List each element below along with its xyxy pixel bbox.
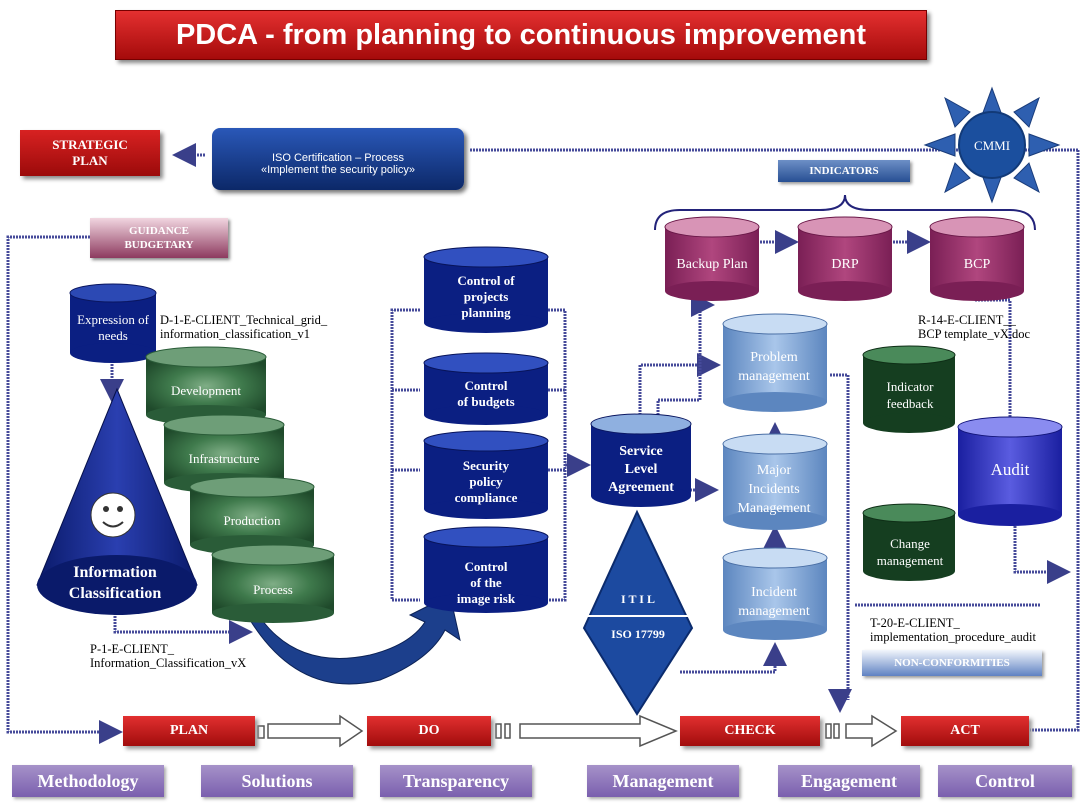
itil-2-l3: Management (737, 501, 811, 516)
do-1-l2: projects (463, 289, 509, 304)
bottom-engagement: Engagement (778, 765, 920, 797)
purple-stack (664, 216, 1025, 301)
phase-plan: PLAN (123, 716, 255, 746)
doc-p1-line2: Information_Classification_vX (90, 656, 247, 670)
bottom-management: Management (587, 765, 739, 797)
green-stack-production: Production (223, 513, 281, 528)
do-stack-projects-planning: Control of projects planning (424, 273, 548, 321)
problem-management-label: Problem management (722, 348, 826, 386)
change-management-label: Change management (864, 535, 956, 569)
green-stack-infrastructure: Infrastructure (188, 451, 260, 466)
information-classification-label: Information Classification (68, 564, 162, 602)
itil-2-l2: Incidents (748, 482, 800, 497)
sla-l1: Service (619, 444, 663, 459)
green-stack-process: Process (253, 582, 293, 597)
audit-label: Audit (990, 460, 1030, 479)
bottom-transparency: Transparency (380, 765, 532, 797)
phase-do: DO (367, 716, 491, 746)
do-4-l2: of the (470, 575, 502, 590)
doc-d1-line1: D-1-E-CLIENT_Technical_grid_ (160, 313, 328, 327)
green-stack (145, 346, 335, 623)
do-stack-image-risk: Control of the image risk (424, 559, 548, 607)
page-title: PDCA - from planning to continuous impro… (115, 10, 927, 60)
guidance-budgetary-box: GUIDANCE BUDGETARY (90, 218, 228, 258)
doc-p1-line1: P-1-E-CLIENT_ (90, 642, 175, 656)
strategic-plan-box: STRATEGIC PLAN (20, 130, 160, 176)
do-4-l3: image risk (456, 591, 516, 606)
doc-r14-line2: BCP template_vX.doc (918, 327, 1031, 341)
itil-1-l1: Problem (750, 350, 798, 365)
incident-management-label: Incident management (722, 583, 826, 621)
bottom-control: Control (938, 765, 1072, 797)
phase-check: CHECK (680, 716, 820, 746)
iso17799-label: ISO 17799 (611, 627, 665, 641)
itil-2-l1: Major (756, 463, 792, 478)
phase-act: ACT (901, 716, 1029, 746)
information-classification-cone (36, 387, 198, 615)
smiley-icon (90, 492, 136, 538)
dark-green-stack (862, 345, 956, 581)
dg-1-l1: Indicator (886, 379, 934, 394)
guidance-label: GUIDANCE BUDGETARY (124, 225, 194, 251)
iso-certification-banner: ISO Certification – Process «Implement t… (212, 128, 464, 190)
bottom-solutions: Solutions (201, 765, 353, 797)
do-stack (423, 246, 549, 613)
do-3-l2: policy (469, 474, 503, 489)
do-stack-security-policy: Security policy compliance (424, 458, 548, 506)
doc-t20-line2: implementation_procedure_audit (870, 630, 1036, 644)
doc-d1-line2: information_classification_v1 (160, 327, 310, 341)
indicator-feedback-label: Indicator feedback (864, 378, 956, 412)
dg-2-l2: management (876, 553, 944, 568)
strategic-plan-label: STRATEGIC PLAN (52, 137, 128, 168)
drp-label: DRP (831, 257, 859, 272)
major-incidents-label: Major Incidents Management (722, 461, 826, 518)
green-stack-development: Development (170, 383, 242, 398)
itil-label: I T I L (621, 592, 655, 606)
bcp-label: BCP (963, 257, 991, 272)
expression-of-needs-label: Expression of needs (77, 312, 149, 343)
sla-l2: Level (624, 462, 658, 477)
itil-stack (722, 313, 828, 640)
doc-t20-line1: T-20-E-CLIENT_ (870, 616, 960, 630)
non-conformities-badge: NON-CONFORMITIES (862, 650, 1042, 676)
doc-d1-label: D-1-E-CLIENT_Technical_grid_ information… (160, 313, 327, 341)
backup-plan-label: Backup Plan (676, 257, 748, 272)
do-2-l1: Control (464, 378, 508, 393)
do-4-l1: Control (464, 559, 508, 574)
audit-cylinder (957, 416, 1063, 526)
itil-3-l2: management (738, 604, 810, 619)
iso-banner-line1: ISO Certification – Process (271, 152, 405, 164)
itil-3-l1: Incident (751, 585, 797, 600)
itil-1-l2: management (738, 369, 810, 384)
do-1-l3: planning (461, 305, 511, 320)
cmmi-label: CMMI (973, 138, 1011, 153)
sla-l3: Agreement (608, 480, 674, 495)
dg-1-l2: feedback (886, 396, 934, 411)
sla-cylinder (590, 413, 692, 507)
expression-of-needs-cylinder (69, 283, 157, 363)
indicators-badge: INDICATORS (778, 160, 910, 182)
doc-r14-label: R-14-E-CLIENT__ BCP template_vX.doc (918, 313, 1030, 341)
doc-p1-label: P-1-E-CLIENT_ Information_Classification… (90, 642, 246, 670)
do-3-l3: compliance (454, 490, 518, 505)
do-3-l1: Security (462, 458, 510, 473)
doc-t20-label: T-20-E-CLIENT_ implementation_procedure_… (870, 616, 1036, 644)
sla-label: Service Level Agreement (592, 443, 690, 497)
bottom-methodology: Methodology (12, 765, 164, 797)
do-stack-budgets: Control of budgets (424, 378, 548, 410)
iso-banner-line2: «Implement the security policy» (260, 164, 416, 176)
do-1-l1: Control of (457, 273, 515, 288)
cmmi-sun-icon (923, 86, 1061, 204)
dg-2-l1: Change (890, 536, 930, 551)
doc-r14-line1: R-14-E-CLIENT__ (918, 313, 1016, 327)
do-2-l2: of budgets (457, 394, 515, 409)
